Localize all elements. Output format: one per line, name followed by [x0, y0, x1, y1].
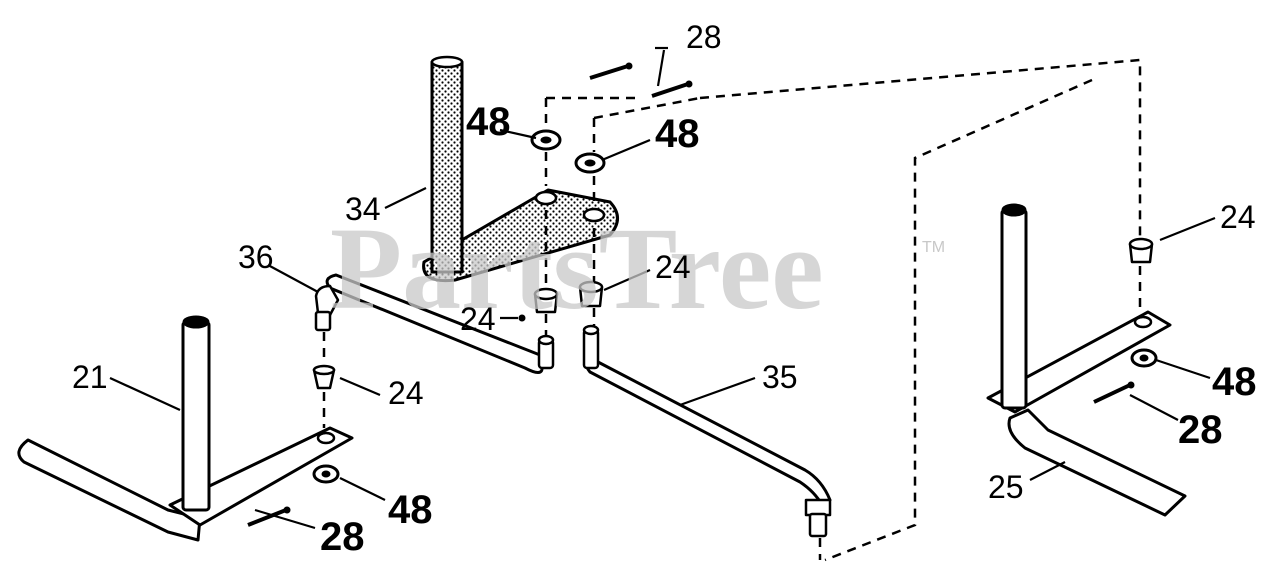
watermark-trademark: TM — [922, 239, 945, 256]
assembly-lines — [322, 58, 1142, 562]
bushing-mid-part-24 — [578, 280, 604, 308]
leader-lines — [109, 46, 1216, 530]
bushing-center-part-24 — [533, 287, 559, 314]
washer-top-right-part-48 — [574, 152, 606, 174]
watermark: PartsTree — [330, 203, 824, 334]
callout-48-right: 48 — [1212, 360, 1257, 404]
small-ball — [518, 314, 526, 322]
callout-24-right: 24 — [1220, 199, 1256, 235]
callout-28-top: 28 — [686, 19, 722, 55]
callout-35: 35 — [762, 359, 798, 395]
drag-link-part-36 — [314, 273, 555, 374]
bushing-right-part-24 — [1128, 237, 1154, 264]
steering-arm-part-34 — [422, 55, 619, 283]
callout-48-top-left: 48 — [466, 100, 511, 144]
callout-28-right: 28 — [1178, 408, 1223, 452]
tie-rod-part-35 — [582, 324, 832, 538]
bushing-left-part-24 — [312, 364, 336, 390]
cotter-pin-left-part-28 — [247, 506, 291, 527]
callout-48-top-right: 48 — [655, 112, 700, 156]
callout-24-left: 24 — [388, 375, 424, 411]
right-spindle-part-25 — [986, 203, 1187, 517]
callout-36: 36 — [238, 239, 274, 275]
callout-21: 21 — [72, 359, 108, 395]
callout-24-mid: 24 — [655, 249, 691, 285]
washer-right-part-48 — [1130, 348, 1158, 368]
callout-34: 34 — [345, 191, 381, 227]
washer-left-part-48 — [312, 464, 340, 484]
washer-top-left-part-48 — [530, 129, 562, 151]
left-spindle-part-21 — [17, 315, 354, 542]
cotter-pin-right-part-28 — [1093, 381, 1135, 404]
callout-25: 25 — [988, 469, 1024, 505]
cotter-pin-top-b-part-28 — [651, 80, 693, 98]
callout-28-left: 28 — [320, 515, 365, 559]
callouts: 21 34 36 24 48 48 28 24 24 35 48 28 24 4… — [72, 19, 1257, 559]
callout-48-left: 48 — [388, 488, 433, 532]
callout-24-center: 24 — [460, 301, 496, 337]
cotter-pin-top-a-part-28 — [589, 62, 633, 80]
